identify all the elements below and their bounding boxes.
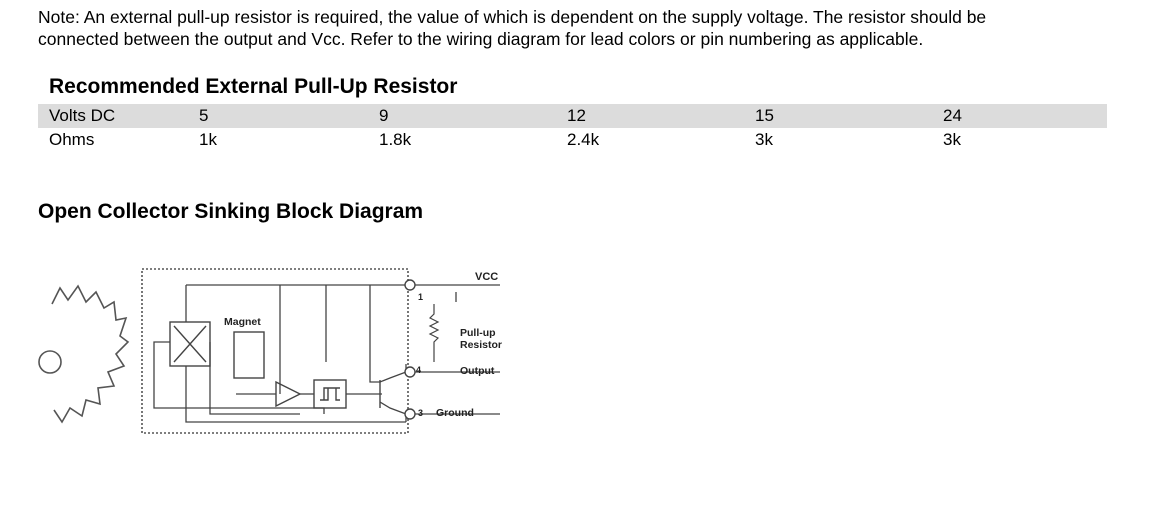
row-label: Ohms <box>49 130 95 149</box>
gear-icon <box>38 284 130 424</box>
table-row-volts: Volts DC 5 9 12 15 24 <box>38 104 1107 128</box>
pin-4-label: 4 <box>416 365 421 375</box>
note-line-2: connected between the output and Vcc. Re… <box>38 29 924 49</box>
table-cell: 24 <box>943 104 1107 128</box>
table-cell: 3k <box>943 130 961 149</box>
diagram-title: Open Collector Sinking Block Diagram <box>38 200 424 223</box>
table-cell: 5 <box>199 104 379 128</box>
table-cell: 1.8k <box>379 130 412 149</box>
pin-1-label: 1 <box>418 292 423 302</box>
hall-sensor-element <box>169 321 211 367</box>
resistor-table-title: Recommended External Pull-Up Resistor <box>49 75 458 98</box>
resistor-table: Volts DC 5 9 12 15 24 Ohms 1k 1.8k 2.4k … <box>38 104 1107 152</box>
table-cell: 12 <box>567 104 755 128</box>
pull-up-resistor-symbol <box>428 304 440 362</box>
note-line-1: Note: An external pull-up resistor is re… <box>38 7 987 27</box>
magnet-label: Magnet <box>224 316 261 328</box>
sensor-housing-outline <box>141 268 409 434</box>
magnet-block <box>233 331 265 379</box>
pin-terminals <box>404 279 416 420</box>
table-cell: 15 <box>755 104 943 128</box>
schmitt-trigger-block <box>313 379 347 409</box>
table-cell: 1k <box>199 130 217 149</box>
note-text: Note: An external pull-up resistor is re… <box>38 6 1118 50</box>
vcc-label: VCC <box>475 271 498 283</box>
table-cell: 2.4k <box>567 130 600 149</box>
table-cell: 9 <box>379 104 567 128</box>
output-label: Output <box>460 365 495 377</box>
table-row-ohms: Ohms 1k 1.8k 2.4k 3k 3k <box>38 128 1107 152</box>
comparator-symbol <box>275 380 302 408</box>
table-cell: 3k <box>755 130 773 149</box>
pull-up-label-line-2: Resistor <box>460 339 502 351</box>
block-diagram: VCC Magnet Pull-up Resistor Output Groun… <box>38 268 502 434</box>
ground-label: Ground <box>436 407 474 419</box>
pull-up-label-line-1: Pull-up <box>460 327 496 339</box>
pin-3-label: 3 <box>418 408 423 418</box>
internal-circuit <box>153 284 500 423</box>
row-label: Volts DC <box>38 104 199 128</box>
